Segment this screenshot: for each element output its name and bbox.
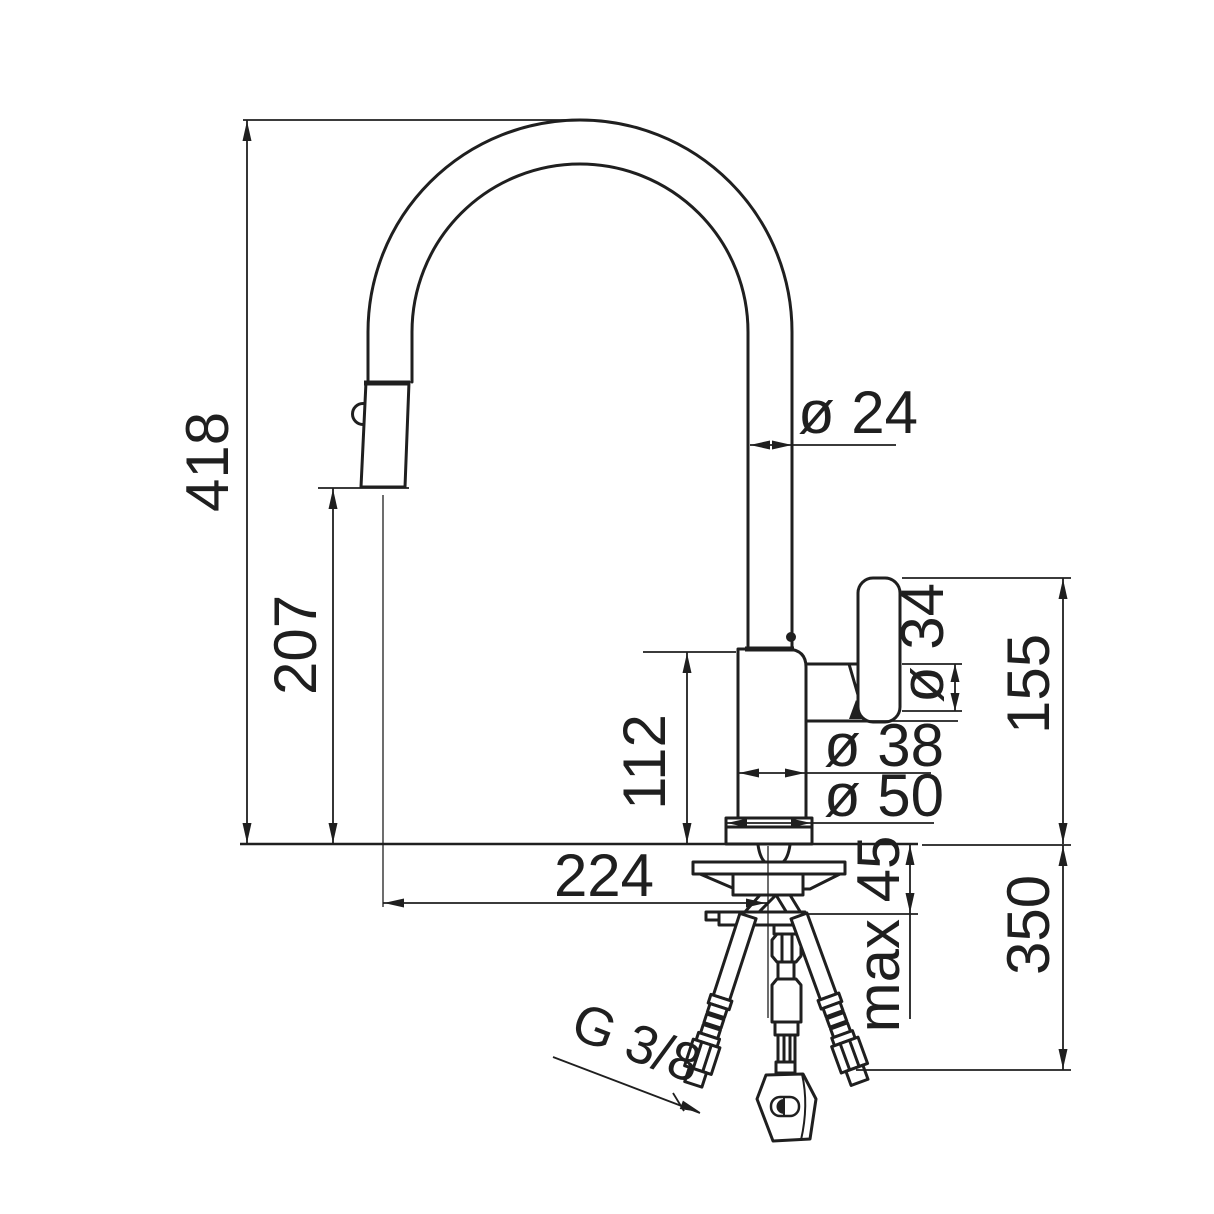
dim-body-height xyxy=(643,651,736,844)
pullout-hose xyxy=(755,923,818,1143)
dim-overall-height xyxy=(242,119,576,844)
dim-label-body-diameter: ø 38 xyxy=(824,712,944,779)
dim-label-base-diameter: ø 50 xyxy=(824,762,944,829)
dim-spout-reach xyxy=(382,495,767,908)
supply-hose-left xyxy=(683,911,758,1089)
supply-hose-right xyxy=(789,911,870,1087)
dim-hose-length xyxy=(856,844,1071,1071)
dim-label-overall-height: 418 xyxy=(174,412,241,512)
dimension-labels: 418 207 ø 24 112 ø 34 155 ø 38 ø 50 224 … xyxy=(174,379,1062,1095)
dim-label-handle-diameter: ø 34 xyxy=(889,583,956,703)
dim-label-max-counter-thickness: max 45 xyxy=(845,836,912,1033)
faucet-outline xyxy=(240,118,918,1143)
spout-arc xyxy=(366,118,794,650)
mounting-washer xyxy=(691,860,847,876)
dim-body-diameter xyxy=(739,768,931,778)
dim-handle-diameter xyxy=(869,663,962,722)
lever-handle xyxy=(856,576,902,724)
dim-label-spout-height: 207 xyxy=(262,595,329,695)
hose-stub-right xyxy=(774,893,803,915)
dim-max-counter-thickness xyxy=(808,844,918,1019)
dim-label-hose-length: 350 xyxy=(995,875,1062,975)
dim-base-diameter xyxy=(727,818,934,828)
dim-connection-thread xyxy=(552,1056,701,1114)
spout-pin-detail xyxy=(786,632,796,642)
dim-label-body-height: 112 xyxy=(611,714,678,810)
dimension-lines xyxy=(242,119,1071,1114)
dim-label-spout-reach: 224 xyxy=(554,842,654,909)
dim-label-height-above-counter: 155 xyxy=(995,634,1062,734)
spray-head xyxy=(351,380,411,489)
dim-label-spout-diameter: ø 24 xyxy=(798,379,918,446)
dim-spout-diameter xyxy=(750,440,896,450)
dim-label-connection-thread: G 3/8 xyxy=(564,992,709,1095)
hose-weight xyxy=(755,1072,818,1143)
dim-spout-height xyxy=(318,487,409,844)
dim-height-above-counter xyxy=(902,577,1071,844)
